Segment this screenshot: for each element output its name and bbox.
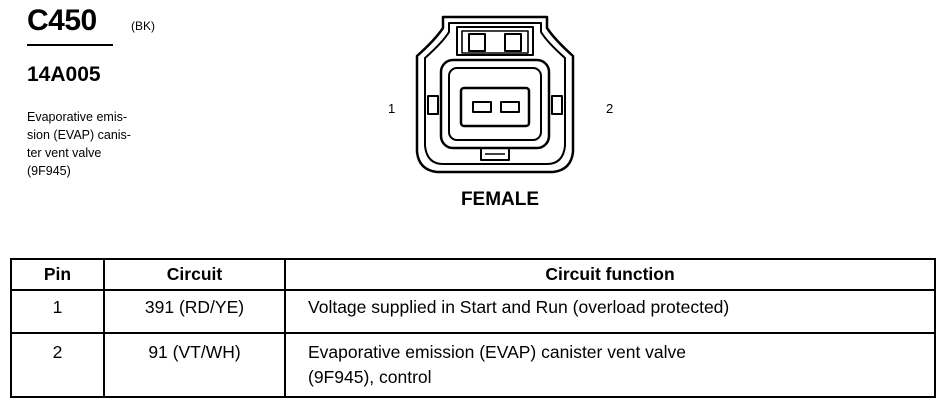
description-line: ter vent valve <box>27 146 102 160</box>
terminal-pin-2 <box>500 101 520 113</box>
column-header-circuit: Circuit <box>103 258 286 291</box>
column-header-circuit-function: Circuit function <box>284 258 936 291</box>
side-key-left <box>427 95 439 115</box>
cell-circuit-function: Voltage supplied in Start and Run (overl… <box>284 289 936 334</box>
pin-1-label: 1 <box>388 101 396 116</box>
function-line: (9F945), control <box>308 367 432 387</box>
cell-pin: 2 <box>10 332 105 398</box>
column-header-pin: Pin <box>10 258 105 291</box>
bottom-keyway <box>480 148 510 161</box>
connector-gender-label: FEMALE <box>460 189 540 210</box>
description-line: Evaporative emis- <box>27 110 128 124</box>
function-line: Evaporative emission (EVAP) canister ven… <box>308 342 687 362</box>
terminal-pin-1 <box>472 101 492 113</box>
connector-inner-shell <box>424 22 566 165</box>
terminal-block-inner <box>448 67 542 141</box>
terminal-cavity-frame <box>459 86 531 128</box>
latch-frame <box>456 26 534 56</box>
component-description: Evaporative emis- sion (EVAP) canis- ter… <box>27 108 187 180</box>
connector-outer-shell <box>415 15 575 174</box>
terminal-block-outer <box>439 58 551 150</box>
table-header-row: Pin Circuit Circuit function <box>10 258 936 291</box>
table-row: 2 91 (VT/WH) Evaporative emission (EVAP)… <box>10 332 936 398</box>
pin-2-label: 2 <box>606 101 614 116</box>
latch-tab-left <box>468 33 486 52</box>
pin-table: Pin Circuit Circuit function 1 391 (RD/Y… <box>10 258 936 398</box>
description-line: (9F945) <box>27 164 71 178</box>
connector-color-code: (BK) <box>131 19 155 33</box>
description-line: sion (EVAP) canis- <box>27 128 131 142</box>
table-row: 1 391 (RD/YE) Voltage supplied in Start … <box>10 289 936 334</box>
connector-id: C450 <box>27 4 97 37</box>
part-number: 14A005 <box>27 63 101 86</box>
latch-tab-right <box>504 33 522 52</box>
connector-id-underline <box>27 44 113 46</box>
cell-circuit: 391 (RD/YE) <box>103 289 286 334</box>
connector-face-drawing <box>415 15 575 174</box>
cell-circuit-function: Evaporative emission (EVAP) canister ven… <box>284 332 936 398</box>
cell-pin: 1 <box>10 289 105 334</box>
cell-circuit: 91 (VT/WH) <box>103 332 286 398</box>
latch-frame-inner <box>461 30 529 54</box>
side-key-right <box>551 95 563 115</box>
function-line: Voltage supplied in Start and Run (overl… <box>308 297 730 317</box>
